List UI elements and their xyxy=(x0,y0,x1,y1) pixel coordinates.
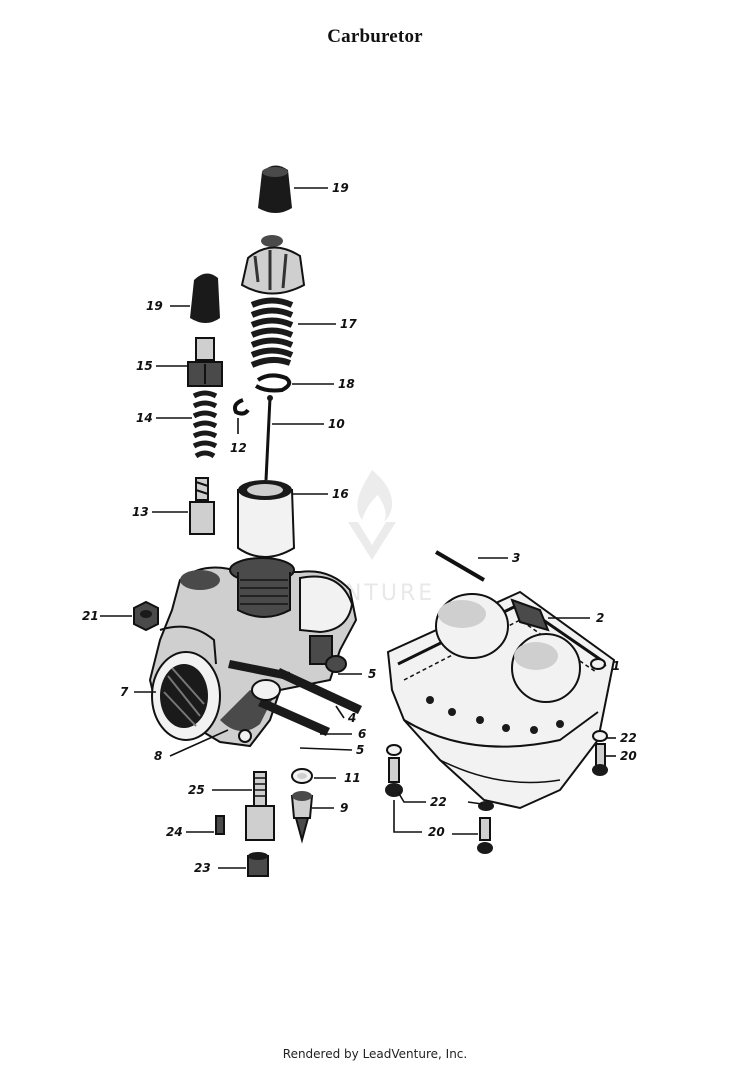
part-13-screw xyxy=(189,477,215,535)
callout-9: 9 xyxy=(340,801,348,815)
carburetor-body xyxy=(148,557,362,748)
part-23-main-jet xyxy=(247,852,269,877)
part-14-spring xyxy=(192,390,218,459)
part-22-washer-bottom xyxy=(478,801,494,811)
callout-20-right: 20 xyxy=(620,749,637,763)
part-17-top-and-spring xyxy=(240,235,306,368)
callout-5-upper: 5 xyxy=(368,667,376,681)
callout-3: 3 xyxy=(512,551,520,565)
part-11-washer xyxy=(291,768,313,784)
callout-4: 4 xyxy=(347,711,356,725)
callout-22-left: 22 xyxy=(430,795,447,809)
callout-19-lower: 19 xyxy=(146,299,163,313)
part-15-adjuster xyxy=(187,337,223,387)
part-24-jet xyxy=(215,815,225,835)
callout-22-right: 22 xyxy=(620,731,637,745)
callout-16: 16 xyxy=(332,487,349,501)
footer-credit: Rendered by LeadVenture, Inc. xyxy=(282,1047,468,1061)
callout-23: 23 xyxy=(194,861,211,875)
callout-17: 17 xyxy=(340,317,357,331)
callout-11: 11 xyxy=(344,771,361,785)
part-22-washer-right xyxy=(592,730,608,742)
callout-21: 21 xyxy=(82,609,99,623)
part-21-nut xyxy=(133,600,159,632)
part-3-pin xyxy=(434,550,486,582)
part-10-needle xyxy=(264,395,273,481)
callout-24: 24 xyxy=(166,825,183,839)
part-16-throttle-slide xyxy=(237,480,296,558)
part-12-clip xyxy=(232,398,250,416)
callout-12: 12 xyxy=(230,441,247,455)
part-25-jet-holder xyxy=(245,771,275,841)
part-20-screw-bottom xyxy=(477,817,493,854)
part-9-float-valve xyxy=(290,791,314,844)
leader-lines xyxy=(100,187,616,869)
callout-15: 15 xyxy=(136,359,153,373)
callout-2: 2 xyxy=(596,611,604,625)
callout-18: 18 xyxy=(338,377,355,391)
callout-1: 1 xyxy=(612,659,620,673)
callout-14: 14 xyxy=(136,411,153,425)
callout-13: 13 xyxy=(132,505,149,519)
part-22-washer-left xyxy=(386,744,402,756)
callout-5-lower: 5 xyxy=(356,743,364,757)
callout-25: 25 xyxy=(188,783,205,797)
page-title: Carburetor xyxy=(327,26,423,47)
callout-10: 10 xyxy=(328,417,345,431)
callout-8: 8 xyxy=(154,749,162,763)
callout-6: 6 xyxy=(358,727,366,741)
float-bowl-assembly xyxy=(386,590,616,810)
callout-19-upper: 19 xyxy=(332,181,349,195)
part-20-screw-right xyxy=(592,743,608,776)
part-19-cap-lower xyxy=(190,273,220,323)
part-19-cap-upper xyxy=(258,165,292,213)
callout-20-left: 20 xyxy=(428,825,445,839)
callout-7: 7 xyxy=(120,685,129,699)
part-18-clip xyxy=(254,373,292,393)
callout-labels: 19 17 19 15 18 14 12 10 16 13 3 2 1 21 7… xyxy=(82,181,637,875)
part-20-screw-left xyxy=(385,757,403,797)
